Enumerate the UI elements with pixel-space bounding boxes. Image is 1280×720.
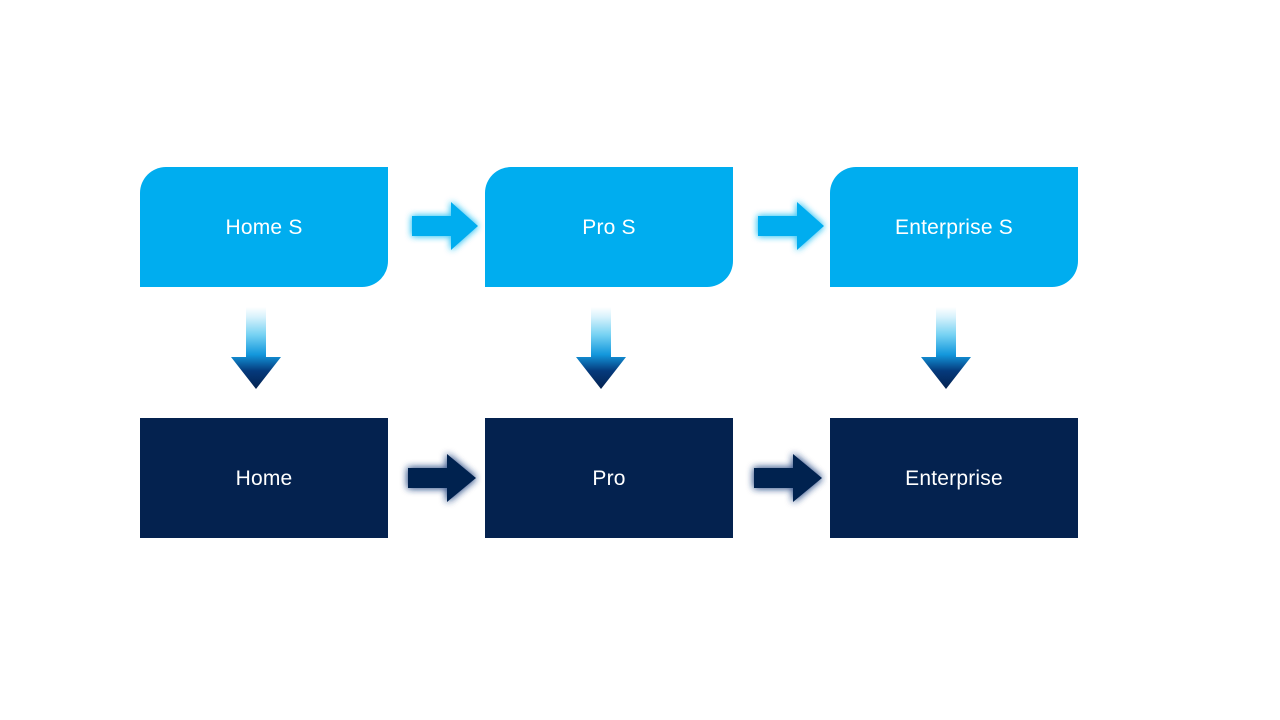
arrow-right-icon-top-2 (746, 194, 830, 258)
node-pro[interactable]: Pro (485, 418, 733, 538)
node-home-s-label: Home S (225, 215, 303, 239)
node-enterprise-label: Enterprise (905, 466, 1003, 490)
node-enterprise[interactable]: Enterprise (830, 418, 1078, 538)
node-home-label: Home (235, 466, 293, 490)
node-pro-s-label: Pro S (582, 215, 636, 239)
arrow-right-icon-bottom-2 (744, 446, 828, 510)
arrow-right-icon-top-1 (400, 194, 484, 258)
node-enterprise-s[interactable]: Enterprise S (830, 167, 1078, 287)
arrow-down-icon-2 (573, 305, 629, 391)
arrow-right-icon-bottom-1 (398, 446, 482, 510)
node-enterprise-s-label: Enterprise S (895, 215, 1013, 239)
arrow-down-icon-3 (918, 305, 974, 391)
node-pro-label: Pro (592, 466, 626, 490)
arrow-down-icon-1 (228, 305, 284, 391)
node-pro-s[interactable]: Pro S (485, 167, 733, 287)
node-home-s[interactable]: Home S (140, 167, 388, 287)
node-home[interactable]: Home (140, 418, 388, 538)
